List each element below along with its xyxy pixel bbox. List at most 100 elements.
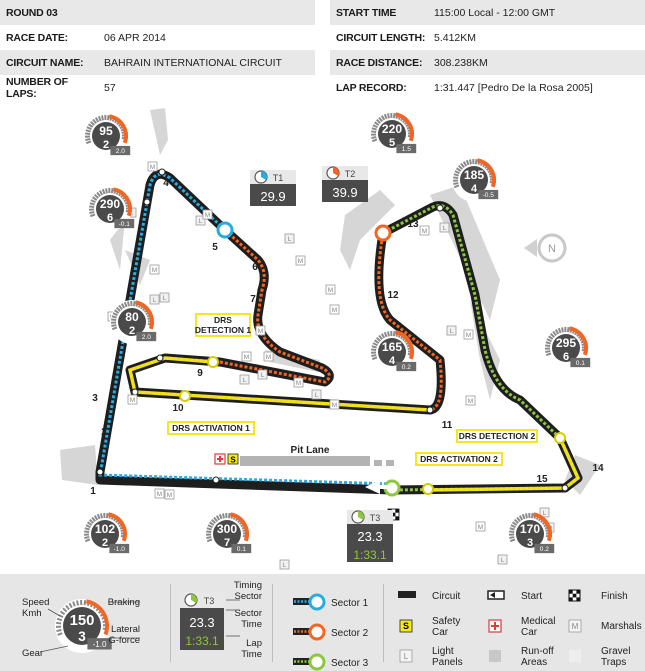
svg-text:Time: Time	[241, 649, 262, 660]
info-row: CIRCUIT NAME:BAHRAIN INTERNATIONAL CIRCU…	[0, 50, 315, 75]
gauge-speed: 300	[217, 522, 237, 536]
turn-number: 1	[90, 486, 96, 497]
marshal-icon: M	[164, 489, 175, 500]
info-row: RACE DISTANCE:308.238KM	[330, 50, 645, 75]
svg-text:Sector 2: Sector 2	[331, 628, 369, 639]
legend-key: Start	[487, 590, 542, 602]
svg-text:M: M	[422, 228, 427, 235]
svg-text:Speed: Speed	[22, 597, 49, 608]
svg-text:Timing: Timing	[234, 580, 262, 591]
marshal-icon: M	[255, 325, 266, 336]
info-value: 1:31.447 [Pedro De la Rosa 2005]	[434, 81, 593, 94]
drs-label: DRS DETECTION 2	[456, 429, 538, 443]
pit-lane-label: Pit Lane	[291, 445, 330, 456]
light-panel-icon: L	[195, 215, 206, 226]
turn-number: 7	[250, 294, 256, 305]
svg-text:Light: Light	[432, 646, 454, 657]
svg-text:L: L	[443, 225, 447, 232]
svg-text:M: M	[296, 380, 301, 387]
timing-sector-time: 23.3	[357, 529, 382, 544]
turn-number: 4	[163, 178, 169, 189]
drs-zone-1	[127, 356, 431, 412]
svg-text:Medical: Medical	[521, 616, 555, 627]
marshal-icon: M	[241, 351, 252, 362]
marshal-icon: M	[147, 161, 158, 172]
svg-text:Time: Time	[241, 619, 262, 630]
legend-separator	[383, 584, 384, 662]
legend-sector: Sector 1	[293, 593, 369, 611]
gauge-speed: 102	[95, 522, 115, 536]
turn-number: 12	[387, 290, 399, 301]
turn-number: 13	[407, 219, 419, 230]
gauge-gforce: 1.5	[402, 146, 411, 153]
gauge-gforce: 0.2	[402, 364, 411, 371]
svg-text:Finish: Finish	[601, 591, 628, 602]
gauge-gear: 4	[471, 183, 478, 195]
gauge-gforce: 0.2	[540, 546, 549, 553]
svg-text:L: L	[163, 295, 167, 302]
sector-2-line	[128, 228, 443, 412]
svg-text:M: M	[150, 164, 155, 171]
svg-text:Sector 3: Sector 3	[331, 658, 369, 669]
marshal-icon: M	[263, 351, 274, 362]
svg-text:DRS: DRS	[214, 315, 232, 325]
svg-text:L: L	[261, 372, 265, 379]
legend-key: Finish	[568, 589, 628, 602]
gauge-speed: 165	[382, 340, 402, 354]
svg-text:Sector: Sector	[235, 591, 262, 602]
legend-separator	[170, 584, 171, 662]
sector-2-marker	[374, 224, 392, 242]
info-row: RACE DATE:06 APR 2014	[0, 25, 315, 50]
svg-text:M: M	[332, 307, 337, 314]
legend-separator	[272, 584, 273, 662]
timing-sector-label: T3	[370, 513, 381, 523]
gauge-gear: 3	[527, 537, 533, 549]
marshal-icon: M	[329, 304, 340, 315]
svg-text:M: M	[244, 354, 249, 361]
gauge-gear: 2	[129, 325, 135, 337]
svg-text:M: M	[157, 491, 162, 498]
svg-text:DRS ACTIVATION 1: DRS ACTIVATION 1	[172, 423, 250, 433]
svg-text:Car: Car	[432, 627, 449, 638]
marshal-icon: M	[202, 209, 213, 220]
svg-text:DRS DETECTION 2: DRS DETECTION 2	[459, 431, 536, 441]
sector-1-marker	[216, 221, 234, 239]
svg-text:Kmh: Kmh	[22, 608, 42, 619]
timing-sector-time: 29.9	[260, 189, 285, 204]
svg-text:S: S	[403, 621, 409, 631]
gauge-speed: 290	[100, 197, 120, 211]
marshal-icon: M	[127, 394, 138, 405]
svg-text:DRS ACTIVATION 2: DRS ACTIVATION 2	[420, 454, 498, 464]
timing-sector-label: T1	[273, 173, 284, 183]
marshal-icon: M	[149, 264, 160, 275]
svg-text:Start: Start	[521, 591, 542, 602]
turn-number: 6	[252, 262, 258, 273]
svg-text:S: S	[230, 456, 236, 465]
svg-text:Marshals: Marshals	[601, 621, 642, 632]
light-panel-icon: L	[149, 294, 160, 305]
info-label: RACE DISTANCE:	[336, 56, 423, 69]
marshal-icon: M	[475, 521, 486, 532]
svg-text:M: M	[167, 492, 172, 499]
svg-text:Gear: Gear	[22, 648, 43, 659]
svg-text:M: M	[328, 287, 333, 294]
svg-text:G-force: G-force	[108, 635, 140, 646]
svg-text:M: M	[466, 332, 471, 339]
marshal-icon: M	[329, 399, 340, 410]
info-label: ROUND 03	[6, 6, 58, 19]
svg-text:L: L	[283, 562, 287, 569]
gauge-speed: 220	[382, 122, 402, 136]
info-label: CIRCUIT LENGTH:	[336, 31, 426, 44]
gauge-gforce: -0.1	[119, 221, 131, 228]
gauge-gear: 2	[103, 139, 109, 151]
